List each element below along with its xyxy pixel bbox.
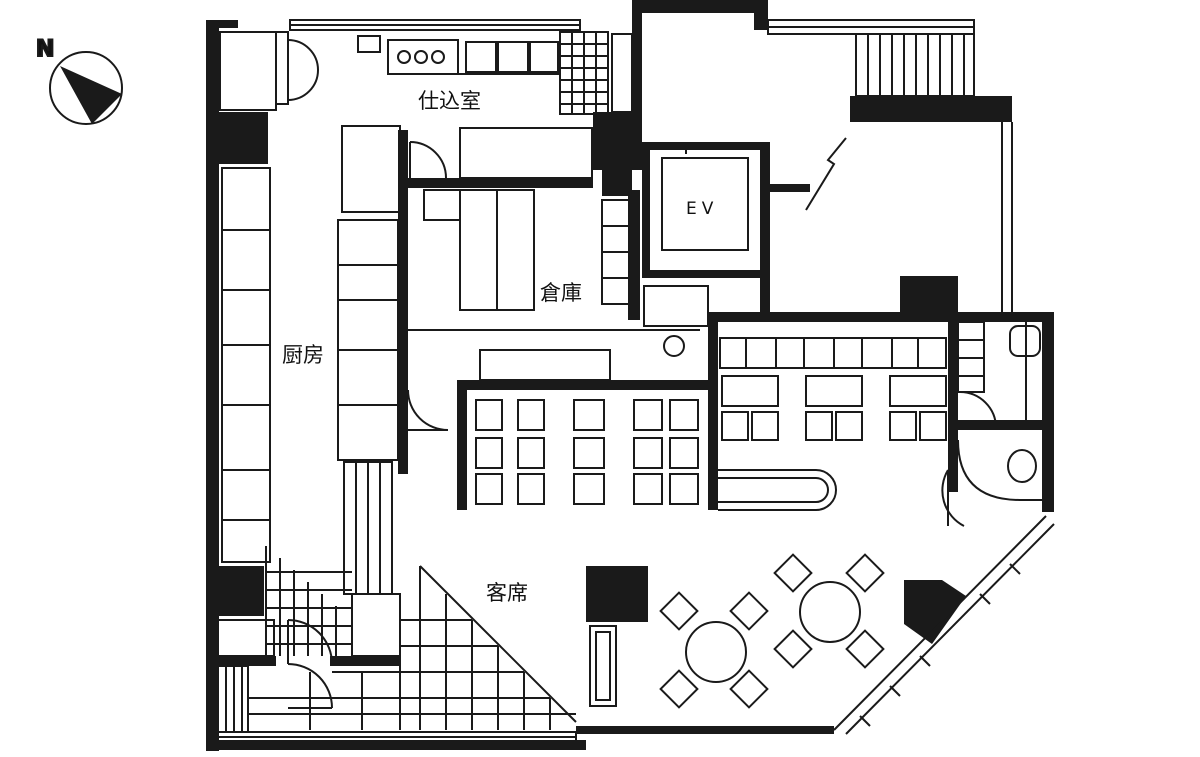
restrooms <box>941 321 1042 527</box>
storage-fixtures <box>407 189 709 431</box>
elevator-label: EV <box>686 199 718 219</box>
staircase <box>805 33 975 211</box>
outer-walls <box>206 0 1054 751</box>
windows <box>215 19 1055 747</box>
kitchen-tile-grid <box>265 546 352 656</box>
booth-seating <box>718 337 947 511</box>
compass-circle <box>49 51 123 125</box>
compass-needle <box>60 66 122 124</box>
dining-square-tables <box>475 399 699 505</box>
kitchen-fixtures <box>217 167 401 733</box>
dining-tile-grid <box>248 565 577 730</box>
north-compass: N <box>35 36 123 125</box>
round-tables <box>589 553 885 709</box>
prep-room-fixtures <box>219 31 633 213</box>
room-labels: 仕込室 倉庫 厨房 客席 <box>282 89 582 605</box>
storage-label: 倉庫 <box>540 281 582 305</box>
north-label: N <box>36 37 54 62</box>
elevator: EV <box>661 142 749 251</box>
kitchen-label: 厨房 <box>282 343 324 367</box>
prep-room-label: 仕込室 <box>418 89 481 113</box>
dining-label: 客席 <box>486 581 528 605</box>
